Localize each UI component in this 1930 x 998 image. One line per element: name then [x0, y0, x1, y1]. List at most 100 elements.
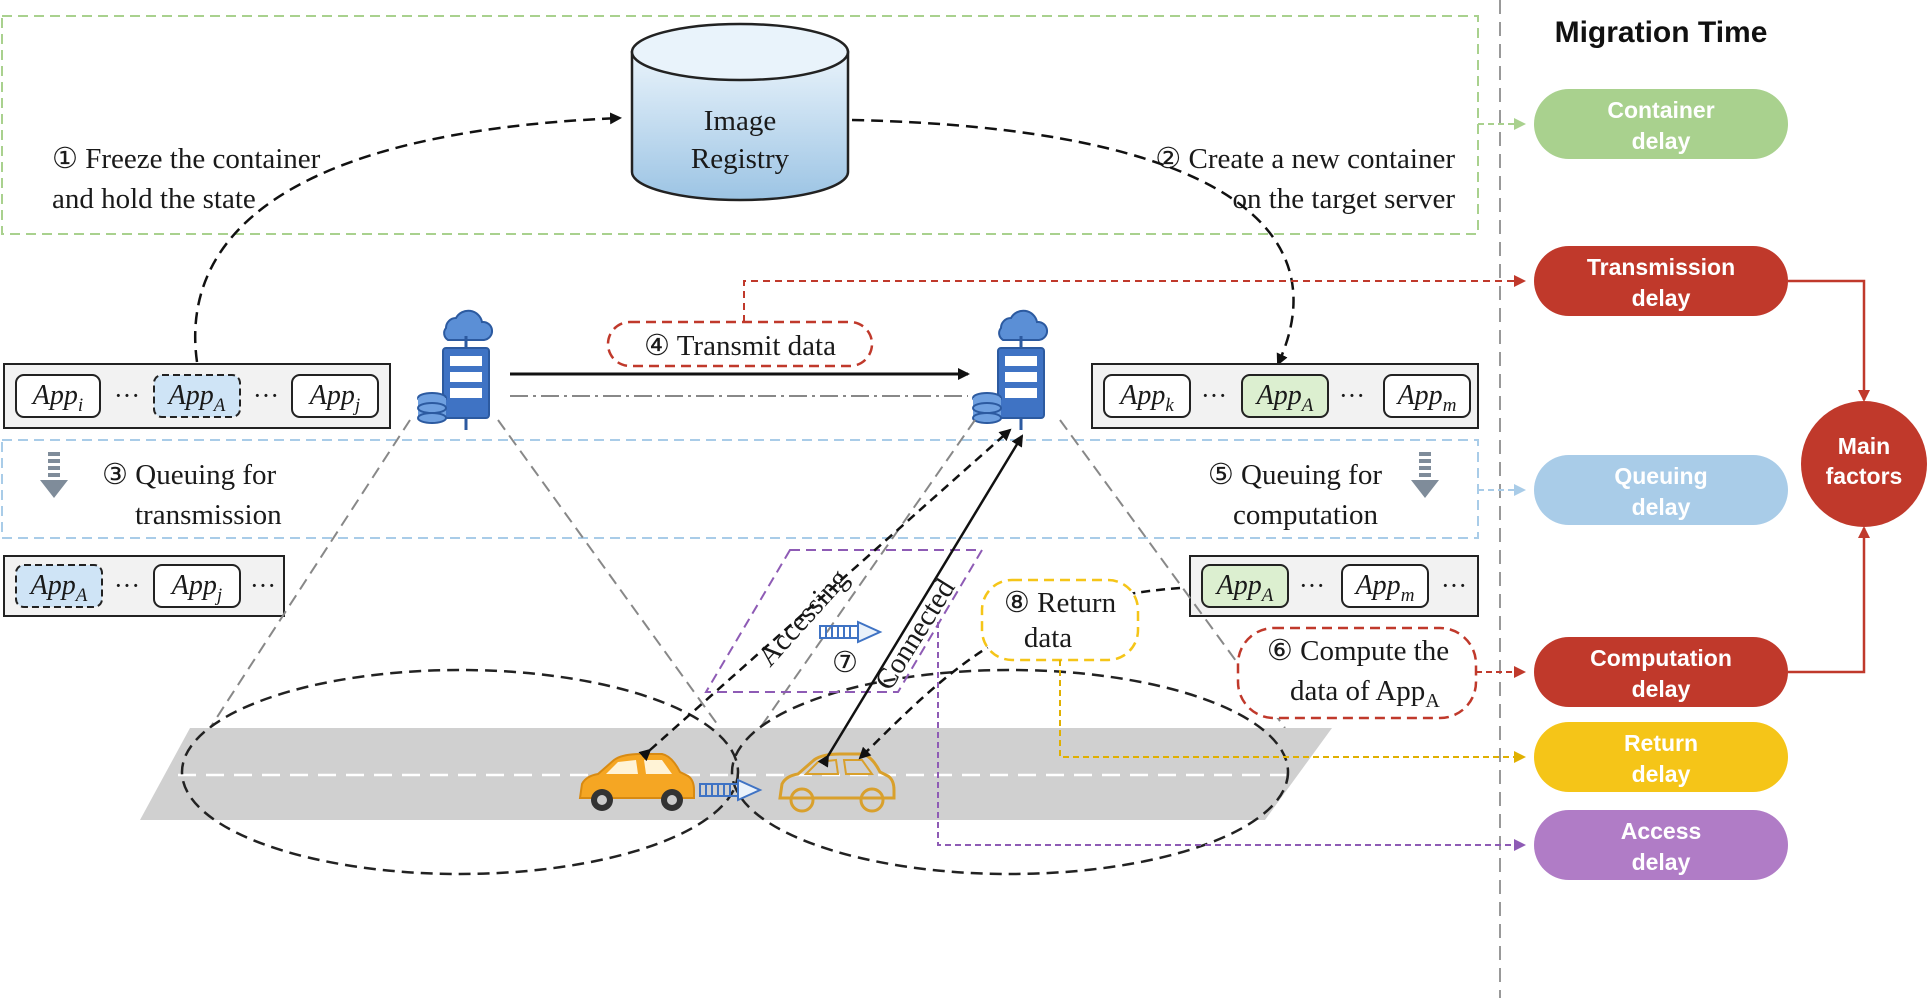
svg-text:Appj: Appj	[170, 570, 222, 606]
step2-label-2: on the target server	[1232, 183, 1455, 215]
app-A-source-chip: AppA	[153, 374, 241, 418]
coverage-cones	[209, 419, 1286, 729]
delay-pill-transmission: Transmission delay	[1534, 246, 1788, 316]
queue-down-arrow-right	[1411, 452, 1439, 498]
step5-label-2: computation	[1233, 499, 1378, 531]
app-j-queue-sub: j	[214, 585, 222, 606]
app-A-queue-text: App	[29, 570, 76, 601]
svg-text:AppA: AppA	[1215, 570, 1274, 606]
delay-pill-sublabel: delay	[1632, 761, 1691, 787]
image-registry: Image Registry	[630, 22, 850, 202]
delay-pill-label: Transmission	[1587, 254, 1735, 280]
step1-label-1: ① Freeze the container	[52, 143, 321, 175]
create-container-arrow	[851, 118, 1295, 366]
access-antenna	[819, 621, 881, 643]
svg-text:Appi: Appi	[31, 380, 83, 416]
app-j-sub: j	[352, 395, 360, 416]
svg-text:Appm: Appm	[1354, 570, 1415, 606]
app-j-chip: Appj	[291, 374, 379, 418]
connected-label: Connected	[869, 573, 962, 696]
app-k-chip: Appk	[1103, 374, 1191, 418]
app-i-sub: i	[78, 395, 83, 416]
migration-time-title: Migration Time	[1555, 16, 1768, 49]
step8-label-2: data	[1024, 622, 1072, 654]
svg-text:AppA: AppA	[1255, 380, 1314, 416]
delay-pill-queuing: Queuing delay	[1534, 455, 1788, 525]
delay-pill-bg	[1534, 246, 1788, 316]
delay-pill-bg	[1534, 810, 1788, 880]
main-factors-label-2: factors	[1826, 463, 1903, 489]
factor-link-computation	[1788, 526, 1870, 674]
app-A-queue-chip: AppA	[15, 564, 103, 608]
step5-label-1: ⑤ Queuing for	[1208, 459, 1383, 491]
source-server-icon	[416, 309, 494, 432]
app-m-compute-sub: m	[1401, 585, 1415, 606]
delay-pill-bg	[1534, 637, 1788, 707]
step4-label: ④ Transmit data	[644, 330, 836, 362]
app-A-source-sub: A	[212, 395, 226, 416]
source-ellipsis-1: ···	[114, 381, 140, 410]
step3-label-1: ③ Queuing for	[102, 459, 277, 491]
delay-pill-sublabel: delay	[1632, 285, 1691, 311]
svg-text:Appk: Appk	[1118, 380, 1174, 416]
delay-pill-sublabel: delay	[1632, 494, 1691, 520]
delay-pill-sublabel: delay	[1632, 128, 1691, 154]
app-m-sub: m	[1443, 395, 1457, 416]
app-A-target-chip: AppA	[1241, 374, 1329, 418]
delay-pill-label: Queuing	[1614, 463, 1707, 489]
return-connector	[1059, 660, 1526, 763]
compute-ellipsis-1: ···	[1299, 571, 1325, 600]
transmit-label-frame	[606, 320, 874, 368]
freeze-arrow	[193, 112, 622, 363]
target-server-icon	[971, 309, 1049, 432]
step3-label-2: transmission	[135, 499, 282, 531]
app-A-compute-text: App	[1215, 570, 1262, 601]
connected-arrow	[817, 434, 1024, 768]
delay-pill-access: Access delay	[1534, 810, 1788, 880]
app-A-compute-sub: A	[1260, 585, 1274, 606]
app-j-queue-text: App	[170, 570, 217, 601]
delay-pill-bg	[1534, 455, 1788, 525]
app-m-text: App	[1396, 380, 1443, 411]
app-A-compute-chip: AppA	[1201, 564, 1289, 608]
delay-pill-bg	[1534, 89, 1788, 159]
delay-pill-label: Access	[1621, 818, 1702, 844]
step7-number: ⑦	[832, 647, 858, 679]
transmission-connector	[743, 275, 1526, 322]
svg-text:AppA: AppA	[167, 380, 226, 416]
app-k-sub: k	[1165, 395, 1174, 416]
step6-label-2: data of App	[1290, 675, 1425, 707]
delay-pill-bg	[1534, 722, 1788, 792]
step8-label-1: ⑧ Return	[1004, 587, 1117, 619]
app-m-chip: Appm	[1383, 374, 1471, 418]
delay-pill-label: Computation	[1590, 645, 1732, 671]
delay-pill-sublabel: delay	[1632, 849, 1691, 875]
step6-label-1: ⑥ Compute the	[1267, 635, 1449, 667]
step1-label-2: and hold the state	[52, 183, 256, 215]
app-A-queue-sub: A	[74, 585, 88, 606]
app-A-source-text: App	[167, 380, 214, 411]
svg-text:Appj: Appj	[308, 380, 360, 416]
app-A-target-text: App	[1255, 380, 1302, 411]
app-i-text: App	[31, 380, 78, 411]
svg-text:data of AppA: data of AppA	[1290, 675, 1440, 712]
app-A-target-sub: A	[1300, 395, 1314, 416]
queue-ellipsis-2: ···	[250, 571, 276, 600]
factor-link-transmission	[1788, 279, 1870, 402]
target-coverage-area	[730, 668, 1290, 876]
app-m-compute-chip: Appm	[1341, 564, 1429, 608]
delay-pills: ContainerdelayTransmissiondelayQueuingde…	[1534, 89, 1788, 880]
target-ellipsis-1: ···	[1201, 381, 1227, 410]
registry-label-2: Registry	[691, 143, 790, 175]
access-connector	[937, 622, 1526, 851]
step6-sub: A	[1425, 690, 1440, 712]
app-i-chip: Appi	[15, 374, 101, 418]
road	[140, 728, 1332, 820]
target-ellipsis-2: ···	[1339, 381, 1365, 410]
registry-label-1: Image	[704, 105, 776, 137]
svg-text:AppA: AppA	[29, 570, 88, 606]
